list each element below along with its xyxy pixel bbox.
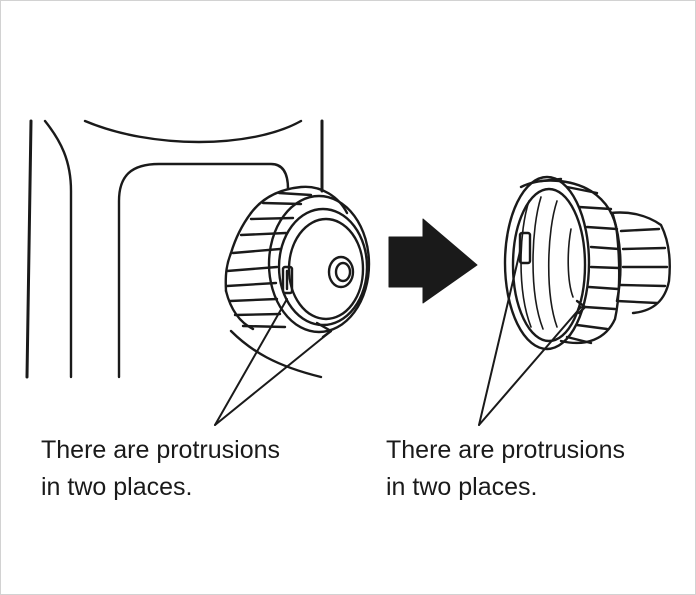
right-callout-lines — [478, 246, 582, 426]
caption-left-line2: in two places. — [41, 473, 193, 501]
caption-right-line1: There are protrusions — [386, 436, 626, 464]
knob-attached — [224, 185, 371, 339]
caption-left-line1: There are protrusions — [41, 436, 281, 464]
caption-right: There are protrusions in two places. — [386, 432, 686, 506]
knob-detached — [503, 175, 671, 351]
caption-left: There are protrusions in two places. — [41, 432, 341, 506]
right-arrow-icon — [388, 218, 478, 304]
left-callout-lines — [214, 298, 332, 426]
device-body — [25, 119, 324, 379]
caption-right-line2: in two places. — [386, 473, 538, 501]
